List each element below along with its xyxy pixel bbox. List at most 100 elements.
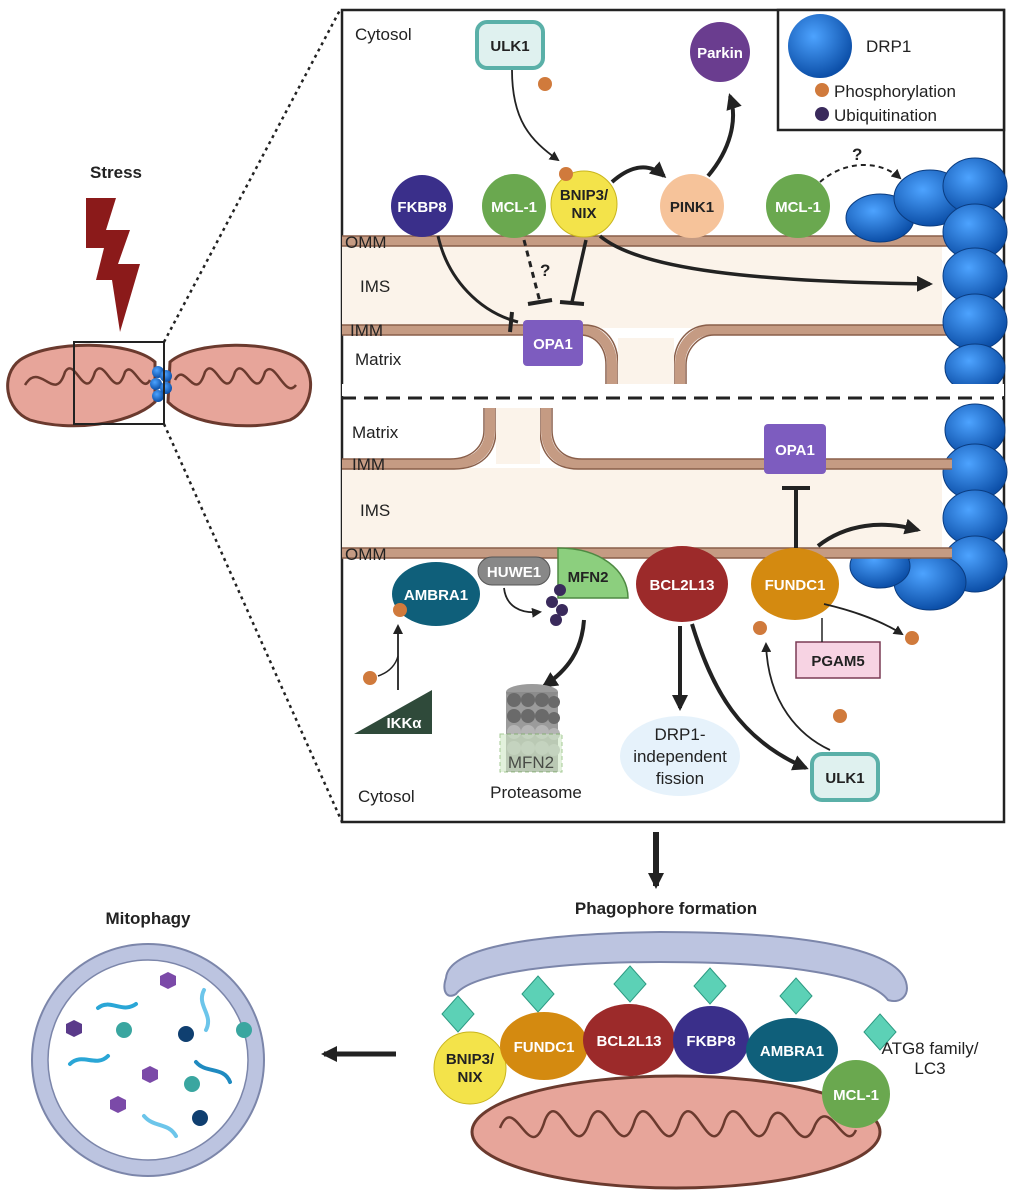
phagophore-mitochondrion <box>470 1074 882 1190</box>
pgam5-label: PGAM5 <box>811 653 864 670</box>
top-mcl1-node-b <box>766 174 830 238</box>
top-bnip3-label-1: BNIP3/ <box>560 187 609 204</box>
huwe1-to-mfn2-arrow <box>503 587 542 618</box>
ubiquitin-chain <box>546 584 568 626</box>
bottom-omm-membrane <box>342 547 952 559</box>
atg8-label-1: ATG8 family/ <box>882 1039 979 1058</box>
mfn2-degraded-label: MFN2 <box>508 753 554 772</box>
bottom-omm-label: OMM <box>345 545 387 564</box>
legend-phospho-icon <box>815 83 829 97</box>
bottom-ims-band <box>342 468 942 550</box>
bottom-opa1-label: OPA1 <box>775 442 815 459</box>
top-omm-membrane <box>342 235 952 247</box>
zoom-line-bottom <box>162 423 344 823</box>
pgam5-phospho-dot <box>905 631 919 645</box>
top-ulk1-box <box>475 20 545 70</box>
legend-ubiquitin-label: Ubiquitination <box>834 106 937 125</box>
drp1-oligomer <box>845 157 1008 611</box>
mfn2-label: MFN2 <box>568 569 609 586</box>
proteasome-label: Proteasome <box>490 783 582 802</box>
bottom-ims-junction <box>496 408 540 464</box>
ambra1-label: AMBRA1 <box>404 587 468 604</box>
mitochondrion-split <box>6 9 344 823</box>
stress-group: Stress <box>86 163 142 332</box>
bnip3-inhibits-opa1 <box>570 239 588 303</box>
pink1-label: PINK1 <box>670 199 714 216</box>
zoom-line-top <box>162 9 342 343</box>
phagophore-title: Phagophore formation <box>575 899 757 918</box>
fission-label-2: independent <box>633 747 727 766</box>
fission-label-1: DRP1- <box>654 725 705 744</box>
ikka-shape <box>354 690 432 734</box>
ambra1-node <box>392 562 480 626</box>
autolysosome-inner <box>47 959 249 1161</box>
top-imm-label: IMM <box>350 321 383 340</box>
top-bnip3-node <box>550 170 618 238</box>
bottom-imm-edges <box>342 408 952 470</box>
phago-fundc1-label: FUNDC1 <box>514 1039 575 1056</box>
top-ims-label: IMS <box>360 277 390 296</box>
top-fkbp8-node <box>391 175 453 237</box>
fundc1-node <box>751 548 839 620</box>
legend-phospho-label: Phosphorylation <box>834 82 956 101</box>
bottom-ulk1-box <box>810 752 880 802</box>
bottom-ulk1-phospho-dot <box>833 709 847 723</box>
phago-bnip3-label-2: NIX <box>457 1069 482 1086</box>
bottom-ulk1-label: ULK1 <box>825 770 864 787</box>
fundc1-phospho-dot <box>753 621 767 635</box>
phago-ambra1-node <box>746 1018 838 1082</box>
ikka-phospho-curve <box>377 655 399 677</box>
legend-ubiquitin-icon <box>815 107 829 121</box>
atg8-diamonds <box>441 965 897 1051</box>
ulk1-to-fundc1-arrow <box>761 642 831 751</box>
ikka-phospho-dot <box>363 671 377 685</box>
top-fkbp8-label: FKBP8 <box>397 199 446 216</box>
pink1-node <box>660 174 724 238</box>
phago-bcl2l13-label: BCL2L13 <box>596 1033 661 1050</box>
mfn2-to-proteasome-arrow <box>541 619 586 688</box>
ulk1-to-bnip3-arrow <box>511 69 560 162</box>
top-ims-band <box>342 240 942 328</box>
phago-mcl1-node <box>822 1060 890 1128</box>
phago-mcl1-label: MCL-1 <box>833 1087 879 1104</box>
question-mark-a: ? <box>540 261 550 280</box>
pgam5-dephospho-arrow <box>823 603 904 636</box>
pgam5-box <box>795 641 881 679</box>
top-bnip3-label-2: NIX <box>571 205 596 222</box>
phago-bcl2l13-node <box>583 1004 675 1076</box>
bottom-ims-label: IMS <box>360 501 390 520</box>
atg8-label-2: LC3 <box>914 1059 945 1078</box>
legend-drp1-label: DRP1 <box>866 37 911 56</box>
mitophagy-title: Mitophagy <box>106 909 192 928</box>
top-mcl1-label-a: MCL-1 <box>491 199 537 216</box>
fkbp8-inhibits-opa1 <box>436 235 519 324</box>
bottom-cytosol-label: Cytosol <box>358 787 415 806</box>
bottom-panel: Matrix IMM IMS OMM Cytosol OPA1 AMBRA1 H… <box>342 408 952 806</box>
pink1-to-parkin-arrow <box>706 93 742 178</box>
bcl2l13-label: BCL2L13 <box>649 577 714 594</box>
fkbp8-inhibit-bar <box>508 311 514 333</box>
fundc1-label: FUNDC1 <box>765 577 826 594</box>
mitochondrion-left-cristae <box>23 367 152 386</box>
phago-bnip3-label-1: BNIP3/ <box>446 1051 495 1068</box>
huwe1-box <box>477 556 551 586</box>
top-ims-junction <box>618 338 674 384</box>
huwe1-label: HUWE1 <box>487 564 541 581</box>
phagophore-section: Phagophore formation BNIP3/ NIX FUNDC1 B… <box>433 899 979 1190</box>
bottom-imm-label: IMM <box>352 455 385 474</box>
stress-label: Stress <box>90 163 142 182</box>
bnip3-to-drp1-arrow <box>598 234 933 292</box>
phago-fundc1-node <box>500 1012 588 1080</box>
bnip3-inhibit-bar <box>559 300 585 306</box>
parkin-label: Parkin <box>697 45 743 62</box>
mcl1-inhibit-bar <box>527 298 553 306</box>
mitochondrion-right-cristae <box>173 367 298 390</box>
top-ulk1-label: ULK1 <box>490 38 529 55</box>
zoom-box <box>73 341 165 425</box>
mitophagy-section: Mitophagy <box>31 909 265 1177</box>
phago-ambra1-label: AMBRA1 <box>760 1043 824 1060</box>
bcl2l13-node <box>636 546 728 622</box>
fission-label-3: fission <box>656 769 704 788</box>
bottom-imm-membrane <box>342 408 952 469</box>
